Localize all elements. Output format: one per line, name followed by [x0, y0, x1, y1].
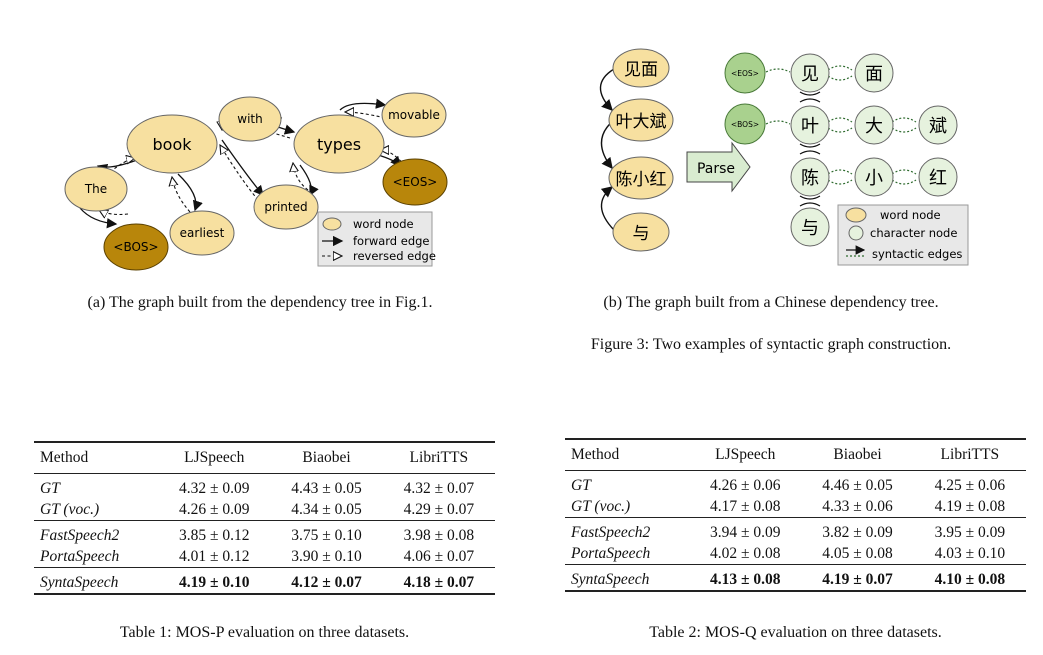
svg-text:陈: 陈: [801, 168, 819, 189]
svg-text:with: with: [237, 112, 262, 126]
table-1-caption: Table 1: MOS-P evaluation on three datas…: [119, 624, 410, 641]
svg-text:types: types: [317, 135, 361, 154]
svg-text:forward edge: forward edge: [353, 234, 430, 248]
table-header-row: Method LJSpeech Biaobei LibriTTS: [34, 441, 495, 474]
svg-text:陈小红: 陈小红: [616, 170, 667, 190]
word-edges: [599, 68, 615, 231]
char-node-yu: 与: [790, 207, 830, 247]
word-node-jianmian: 见面: [612, 48, 670, 88]
char-node-da: 大: [854, 105, 894, 145]
svg-text:The: The: [84, 182, 107, 196]
parse-arrow: Parse: [686, 141, 751, 193]
svg-text:<EOS>: <EOS>: [731, 69, 759, 78]
svg-text:大: 大: [865, 116, 883, 137]
figure-a-legend: word node forward edge reversed edge: [317, 211, 436, 267]
printed-node: printed: [253, 184, 319, 230]
char-node-ye: 叶: [790, 105, 830, 145]
figure-b-caption: (b) The graph built from a Chinese depen…: [603, 294, 939, 311]
col-header-biaobei: Biaobei: [801, 438, 914, 471]
node-label-book: book: [153, 135, 193, 154]
figure-a-caption: (a) The graph built from the dependency …: [87, 294, 433, 311]
svg-text:word node: word node: [353, 217, 414, 231]
svg-text:syntactic edges: syntactic edges: [872, 247, 962, 261]
figure-a-graph: book with types movable The <BOS> earlie…: [64, 92, 448, 271]
col-header-method: Method: [34, 441, 159, 474]
eos-node: <EOS>: [382, 158, 448, 206]
svg-text:<BOS>: <BOS>: [113, 240, 158, 254]
with-node: with: [218, 96, 282, 142]
char-node-bin: 斌: [918, 105, 958, 145]
svg-text:character node: character node: [870, 226, 957, 240]
svg-text:reversed edge: reversed edge: [353, 249, 436, 263]
table-2-caption: Table 2: MOS-Q evaluation on three datas…: [649, 624, 942, 641]
svg-text:小: 小: [865, 168, 883, 189]
figure-b-legend: word node character node syntactic edges: [837, 204, 969, 266]
col-header-ljspeech: LJSpeech: [689, 438, 802, 471]
character-edges: [765, 65, 917, 185]
svg-text:叶大斌: 叶大斌: [616, 112, 667, 132]
the-node: The: [64, 166, 128, 212]
movable-node: movable: [381, 92, 447, 138]
char-node-xiao: 小: [854, 157, 894, 197]
svg-text:与: 与: [801, 218, 819, 239]
word-level-char-edges: [799, 91, 821, 207]
svg-text:面: 面: [865, 64, 883, 85]
bos-node: <BOS>: [103, 223, 169, 271]
svg-text:<EOS>: <EOS>: [393, 175, 438, 189]
char-node-hong: 红: [918, 157, 958, 197]
book-node: book: [126, 114, 218, 174]
word-node-yu: 与: [612, 212, 670, 252]
svg-text:见: 见: [801, 64, 819, 85]
eos-char-node: <EOS>: [724, 52, 766, 94]
bos-char-node: <BOS>: [724, 103, 766, 145]
word-node-yedabin: 叶大斌: [608, 98, 674, 142]
col-header-ljspeech: LJSpeech: [158, 441, 271, 474]
col-header-libritts: LibriTTS: [382, 441, 495, 474]
word-node-chenxiaohong: 陈小红: [608, 156, 674, 200]
svg-text:Parse: Parse: [697, 161, 735, 177]
table-header-row: Method LJSpeech Biaobei LibriTTS: [565, 438, 1026, 471]
col-header-biaobei: Biaobei: [270, 441, 383, 474]
svg-text:printed: printed: [264, 200, 307, 214]
svg-text:<BOS>: <BOS>: [731, 120, 759, 129]
col-header-method: Method: [565, 438, 690, 471]
svg-text:见面: 见面: [624, 60, 658, 80]
svg-text:斌: 斌: [929, 116, 947, 137]
char-node-chen: 陈: [790, 157, 830, 197]
svg-text:movable: movable: [388, 108, 440, 122]
earliest-node: earliest: [169, 210, 235, 256]
svg-text:earliest: earliest: [180, 226, 225, 240]
svg-text:word node: word node: [880, 208, 941, 222]
types-node: types: [293, 114, 385, 174]
char-node-jian: 见: [790, 53, 830, 93]
figure-3-caption: Figure 3: Two examples of syntactic grap…: [590, 336, 952, 353]
svg-text:与: 与: [633, 224, 650, 244]
figure-b-graph: 见面 叶大斌 陈小红 与 Parse <EOS> <BOS> 见 面: [599, 48, 969, 266]
col-header-libritts: LibriTTS: [913, 438, 1026, 471]
svg-text:叶: 叶: [801, 116, 819, 137]
char-node-mian: 面: [854, 53, 894, 93]
svg-text:红: 红: [929, 168, 947, 189]
